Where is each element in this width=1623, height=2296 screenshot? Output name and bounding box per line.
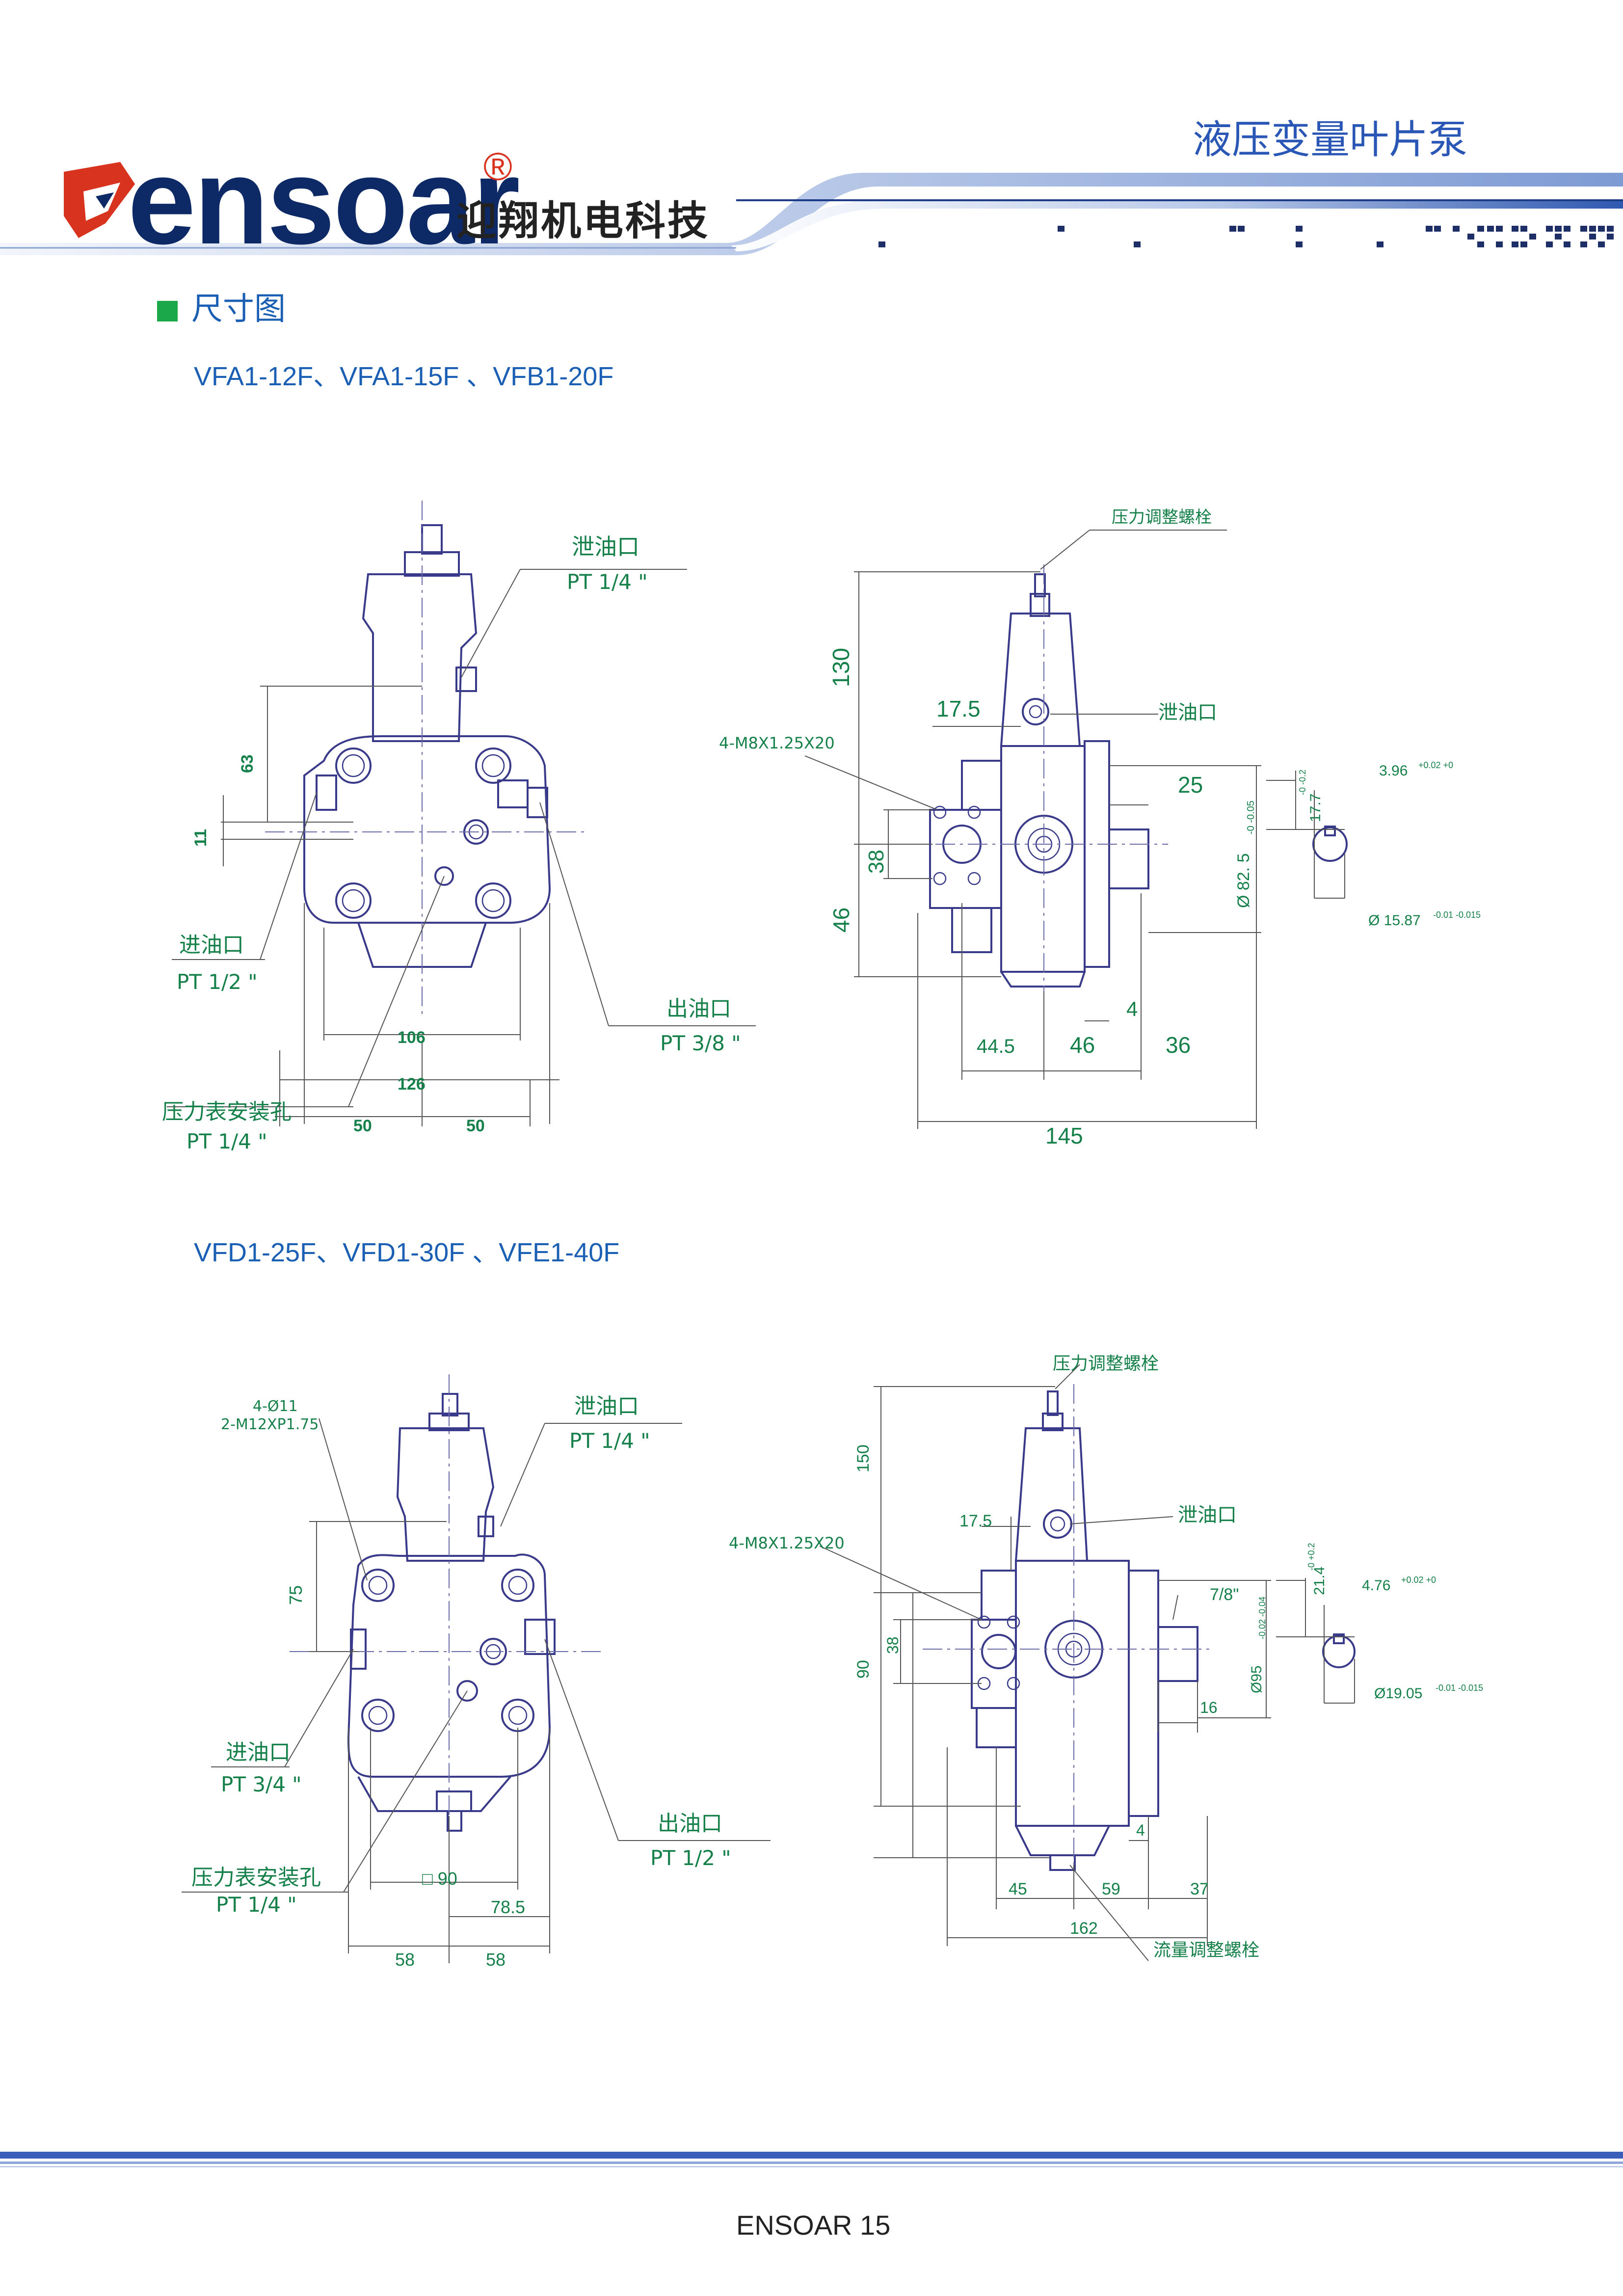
outlet-port-spec: PT 3/8 " — [660, 1031, 741, 1055]
front-dimensions-2 — [182, 1418, 771, 1963]
dim-162: 162 — [1070, 1919, 1098, 1938]
dim-126: 126 — [398, 1075, 426, 1094]
tol-17-7: -0 -0.2 — [1298, 770, 1307, 795]
dim-106: 106 — [398, 1028, 426, 1047]
drain-port-label: 泄油口 — [572, 534, 639, 560]
group2-front-drawing: 4-Ø11 2-M12XP1.75 泄油口 PT 1/4 " 进油口 PT 3/… — [182, 1374, 771, 1970]
dim-63: 63 — [238, 754, 257, 773]
dim-78-5: 78.5 — [491, 1897, 525, 1917]
dim-17-5: 17.5 — [936, 696, 981, 721]
dim-150: 150 — [854, 1444, 873, 1472]
logo-wordmark: ensoar — [128, 133, 520, 269]
dim-130: 130 — [828, 648, 854, 687]
group2-side-drawing: 压力调整螺栓 泄油口 4-M8X1.25X20 流量调整螺栓 150 17.5 … — [729, 1354, 1483, 1961]
dim-16: 16 — [1200, 1699, 1218, 1716]
group1-models: VFA1-12F、VFA1-15F 、VFB1-20F — [194, 362, 614, 391]
dim-4-2: 4 — [1136, 1821, 1145, 1839]
side-dimensions-2 — [819, 1364, 1355, 1961]
footer-rule — [0, 2152, 1623, 2167]
shaft-15-87: Ø 15.87 — [1368, 912, 1421, 929]
pump-body-side — [903, 564, 1348, 1011]
group1-front-drawing: 泄油口 PT 1/4 " 进油口 PT 1/2 " 出油口 PT 3/8 " 压… — [162, 501, 756, 1153]
dim-75: 75 — [286, 1585, 306, 1605]
dim-7-8-inch: 7/8" — [1210, 1585, 1239, 1604]
key-3-96: 3.96 — [1379, 763, 1408, 779]
tol-21-4: -0 +0.2 — [1306, 1543, 1316, 1571]
gauge-port-spec: PT 1/4 " — [186, 1129, 267, 1153]
drain-port-spec: PT 1/4 " — [567, 570, 648, 594]
dim-50-right: 50 — [466, 1117, 485, 1135]
company-name: 迎翔机电科技 — [456, 198, 710, 244]
flow-screw-label: 流量调整螺栓 — [1153, 1940, 1259, 1960]
side-dimensions — [804, 530, 1345, 1129]
outlet-port-label: 出油口 — [666, 996, 731, 1021]
dim-95: Ø95 — [1249, 1665, 1265, 1693]
header-banner — [0, 162, 1623, 255]
dim-36: 36 — [1166, 1032, 1191, 1058]
section-title-text: 尺寸图 — [191, 291, 286, 327]
dim-37: 37 — [1190, 1880, 1209, 1898]
bolt-spec-label: 4-M8X1.25X20 — [719, 734, 835, 752]
dim-46-vertical: 46 — [828, 908, 854, 933]
key-21-4: 21.4 — [1311, 1567, 1328, 1595]
logo-bird-icon — [64, 162, 135, 238]
footer-page-label: ENSOAR 15 — [736, 2210, 891, 2241]
tol-15-87: -0.01 -0.015 — [1433, 910, 1481, 920]
dim-44-5: 44.5 — [977, 1036, 1015, 1057]
shaft-19-05: Ø19.05 — [1374, 1685, 1422, 1702]
tol-82-5: -0 -0.05 — [1246, 801, 1256, 834]
pump-body-front — [265, 501, 589, 1016]
gauge-port-label: 压力表安装孔 — [162, 1099, 292, 1124]
drain-port-label-2: 泄油口 — [574, 1394, 639, 1419]
group2-models: VFD1-25F、VFD1-30F 、VFE1-40F — [194, 1238, 620, 1267]
tol-19-05: -0.01 -0.015 — [1436, 1683, 1483, 1693]
dim-90: 90 — [854, 1660, 873, 1679]
inlet-port-label-2: 进油口 — [226, 1740, 291, 1765]
pump-body-side-2 — [923, 1384, 1356, 1880]
dim-59: 59 — [1102, 1880, 1120, 1898]
bolt-spec-label-2: 4-M8X1.25X20 — [729, 1534, 845, 1552]
inlet-port-spec-2: PT 3/4 " — [221, 1772, 302, 1796]
dim-58-right: 58 — [486, 1949, 506, 1970]
dim-25: 25 — [1178, 772, 1203, 798]
pump-body-front-2 — [290, 1374, 604, 1865]
drain-port-spec-2: PT 1/4 " — [569, 1429, 650, 1453]
dim-38: 38 — [864, 850, 888, 874]
dim-145: 145 — [1045, 1123, 1083, 1148]
pressure-screw-label-2: 压力调整螺栓 — [1053, 1354, 1159, 1374]
dim-58-left: 58 — [395, 1949, 415, 1970]
product-title: 液压变量叶片泵 — [1193, 117, 1467, 162]
gauge-port-spec-2: PT 1/4 " — [216, 1893, 297, 1917]
pressure-screw-label: 压力调整螺栓 — [1112, 507, 1212, 527]
tol-95: -0.02 -0.04 — [1257, 1597, 1267, 1639]
outlet-port-spec-2: PT 1/2 " — [650, 1846, 731, 1870]
gauge-port-label-2: 压力表安装孔 — [191, 1865, 321, 1890]
inlet-port-spec: PT 1/2 " — [177, 970, 258, 994]
side-drain-label: 泄油口 — [1158, 701, 1217, 724]
hole-spec-m12: 2-M12XP1.75 — [221, 1416, 319, 1433]
outlet-port-label-2: 出油口 — [658, 1811, 722, 1836]
group1-side-drawing: 压力调整螺栓 泄油口 4-M8X1.25X20 130 17.5 38 46 2… — [719, 507, 1481, 1148]
registered-mark: ® — [483, 145, 512, 188]
section-title: 尺寸图 — [157, 294, 286, 325]
side-drain-label-2: 泄油口 — [1178, 1504, 1237, 1526]
section-bullet-icon — [157, 301, 178, 321]
dim-82-5: Ø 82. 5 — [1234, 853, 1253, 908]
tol-3-96: +0.02 +0 — [1418, 760, 1453, 770]
front-dimensions — [167, 569, 756, 1126]
dim-11: 11 — [191, 829, 210, 847]
inlet-port-label: 进油口 — [179, 933, 244, 958]
hole-spec-4-11: 4-Ø11 — [253, 1398, 298, 1415]
dim-46-horizontal: 46 — [1070, 1032, 1095, 1058]
dim-square-90: □ 90 — [422, 1869, 457, 1889]
tol-4-76: +0.02 +0 — [1401, 1575, 1436, 1585]
key-4-76: 4.76 — [1362, 1577, 1390, 1594]
dim-45: 45 — [1009, 1880, 1027, 1898]
dim-4: 4 — [1126, 997, 1138, 1020]
dim-50-left: 50 — [353, 1117, 372, 1135]
dim-17-5-2: 17.5 — [959, 1512, 992, 1530]
dim-38-2: 38 — [884, 1636, 902, 1654]
key-17-7: 17.7 — [1307, 794, 1324, 822]
